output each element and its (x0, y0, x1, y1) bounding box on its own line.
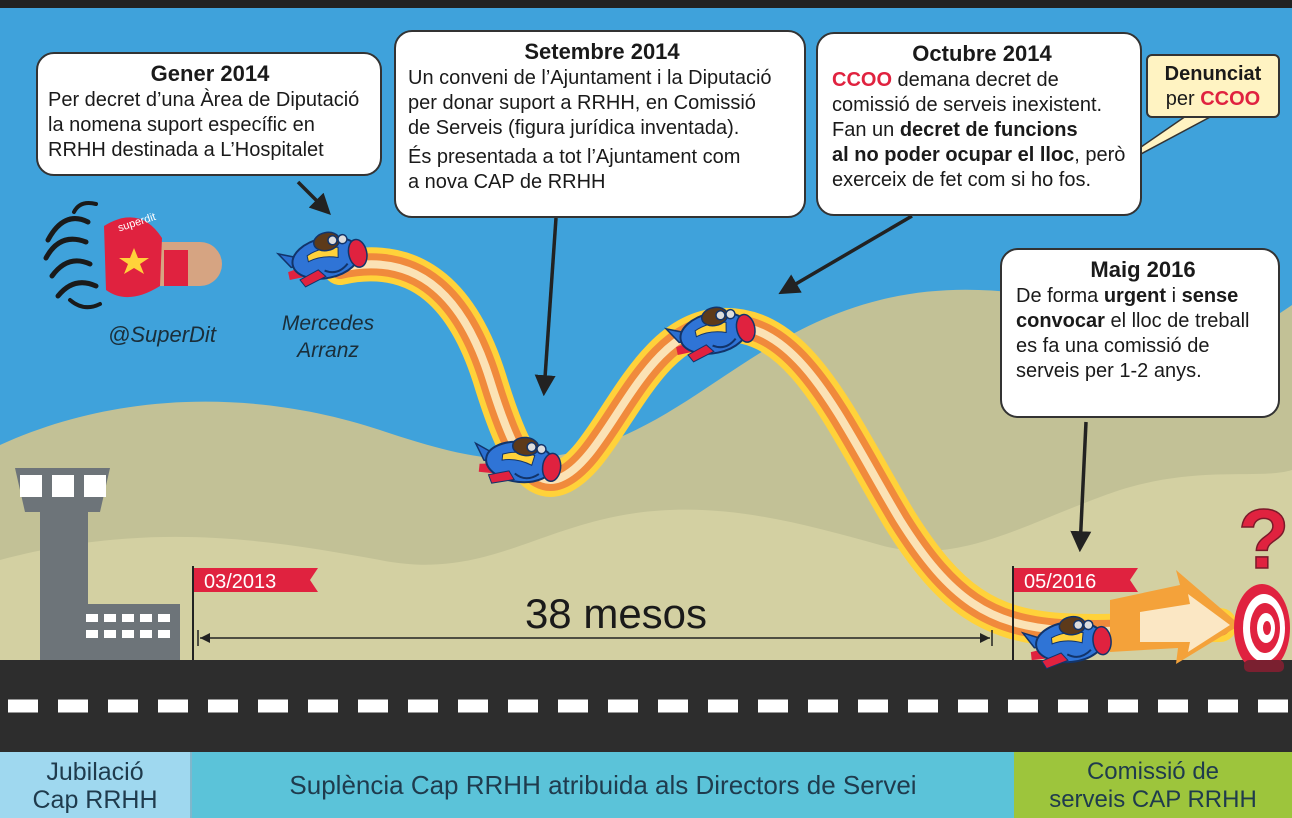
pointer-arrow-octubre (778, 214, 913, 295)
flag-start: 03/2013 (192, 566, 318, 660)
duration-measure: 38 mesos (197, 590, 993, 646)
control-tower (15, 468, 180, 662)
timeline-jubilacio-line-2: Cap RRHH (32, 786, 158, 814)
bubble-gener-2014: Gener 2014 Per decret d’una Àrea de Dipu… (36, 52, 382, 176)
bubble-octubre-2014-line-3-a: Fan un (832, 119, 900, 141)
bubble-gener-2014-line-1: Per decret d’una Àrea de Diputació (48, 89, 360, 111)
pointer-arrow-gener (296, 180, 331, 215)
person-name-line-2: Arranz (297, 339, 359, 362)
bubble-maig-2016-line-4: serveis per 1-2 anys. (1016, 360, 1202, 382)
person-name-line-1: Mercedes (281, 312, 375, 335)
bubble-denunciat-bold: Denunciat (1164, 63, 1262, 85)
question-mark: ? (1238, 492, 1289, 586)
runway (0, 660, 1292, 752)
bubble-maig-2016-line-2: convocar el lloc de treball (1016, 309, 1270, 334)
bubble-maig-2016-line-1-c: i (1166, 285, 1182, 307)
bubble-maig-2016-line-1-a: De forma (1016, 285, 1104, 307)
bubble-denunciat-pre: per (1165, 88, 1201, 110)
pointer-arrow-setembre (534, 217, 558, 397)
pointer-arrow-maig (1070, 421, 1092, 553)
bubble-octubre-2014-line-4: al no poder ocupar el lloc, però (832, 143, 1132, 168)
bubble-octubre-2014-line-4-bold: al no poder ocupar el lloc (832, 144, 1075, 166)
bubble-gener-2014-line-2: la nomena suport específic en (48, 114, 315, 136)
timeline-jubilacio: Jubilació Cap RRHH (0, 752, 192, 818)
bubble-octubre-2014-line-3: Fan un decret de funcions (832, 118, 1132, 143)
bubble-octubre-2014-line-4-rest: , però (1074, 144, 1126, 166)
bubble-octubre-2014: Octubre 2014 CCOO demana decret de comis… (816, 32, 1142, 216)
bubble-setembre-2014: Setembre 2014 Un conveni de l’Ajuntament… (394, 30, 806, 218)
duration-label: 38 mesos (525, 590, 707, 637)
bubble-octubre-2014-line-1-rest: demana decret de (892, 69, 1059, 91)
flag-end: 05/2016 (1012, 566, 1138, 660)
flag-start-label: 03/2013 (204, 571, 276, 593)
timeline-comissio-line-2: serveis CAP RRHH (1049, 786, 1257, 813)
timeline-comissio: Comissió de serveis CAP RRHH (1014, 752, 1292, 818)
bubble-denunciat: Denunciat per CCOO (1146, 54, 1280, 118)
bubble-octubre-2014-line-5: exerceix de fet com si ho fos. (832, 169, 1092, 191)
bubble-gener-2014-title: Gener 2014 (150, 61, 270, 86)
bubble-setembre-2014-line-5: a nova CAP de RRHH (408, 171, 606, 193)
timeline-suplencia: Suplència Cap RRHH atribuida als Directo… (192, 752, 1014, 818)
timeline-jubilacio-line-1: Jubilació (46, 758, 144, 786)
flag-end-label: 05/2016 (1024, 571, 1096, 593)
bubble-setembre-2014-line-2: per donar suport a RRHH, en Comissió (408, 92, 756, 114)
timeline-comissio-line-1: Comissió de (1086, 758, 1220, 785)
target-icon (1234, 584, 1290, 672)
bubble-gener-2014-line-3: RRHH destinada a L’Hospitalet (48, 139, 324, 161)
bubble-setembre-2014-line-3: de Serveis (figura jurídica inventada). (408, 117, 740, 139)
bubble-setembre-2014-line-4: És presentada a tot l’Ajuntament com (408, 146, 741, 168)
bubble-denunciat-line-2: per CCOO (1152, 87, 1274, 112)
bubble-maig-2016-line-2-rest: el lloc de treball (1104, 310, 1250, 332)
bubble-octubre-2014-ccoo: CCOO (832, 69, 892, 91)
bubble-setembre-2014-title: Setembre 2014 (524, 39, 680, 64)
bubble-maig-2016-title: Maig 2016 (1090, 257, 1196, 282)
bubble-maig-2016-convocar: convocar (1016, 310, 1105, 332)
superdit-handle: @SuperDit (108, 322, 216, 347)
bubble-maig-2016-urgent: urgent (1103, 285, 1167, 307)
bubble-octubre-2014-title: Octubre 2014 (912, 41, 1052, 66)
bubble-maig-2016-line-1: De forma urgent i sense (1016, 284, 1270, 309)
top-bar (0, 0, 1292, 8)
bubble-maig-2016-line-3: es fa una comissió de (1016, 335, 1210, 357)
superdit-logo: superdit (43, 201, 222, 310)
bubble-setembre-2014-line-1: Un conveni de l’Ajuntament i la Diputaci… (408, 67, 772, 89)
bubble-maig-2016: Maig 2016 De forma urgent i sense convoc… (1000, 248, 1280, 418)
bubble-octubre-2014-line-1: CCOO demana decret de (832, 68, 1132, 93)
bubble-denunciat-ccoo: CCOO (1200, 88, 1261, 110)
bubble-denunciat-line-1: Denunciat (1152, 62, 1274, 87)
bubble-octubre-2014-line-2: comissió de serveis inexistent. (832, 94, 1103, 116)
person-name: Mercedes Arranz (278, 310, 378, 364)
bubble-octubre-2014-line-3-bold: decret de funcions (899, 119, 1078, 141)
bubble-maig-2016-sense: sense (1181, 285, 1239, 307)
